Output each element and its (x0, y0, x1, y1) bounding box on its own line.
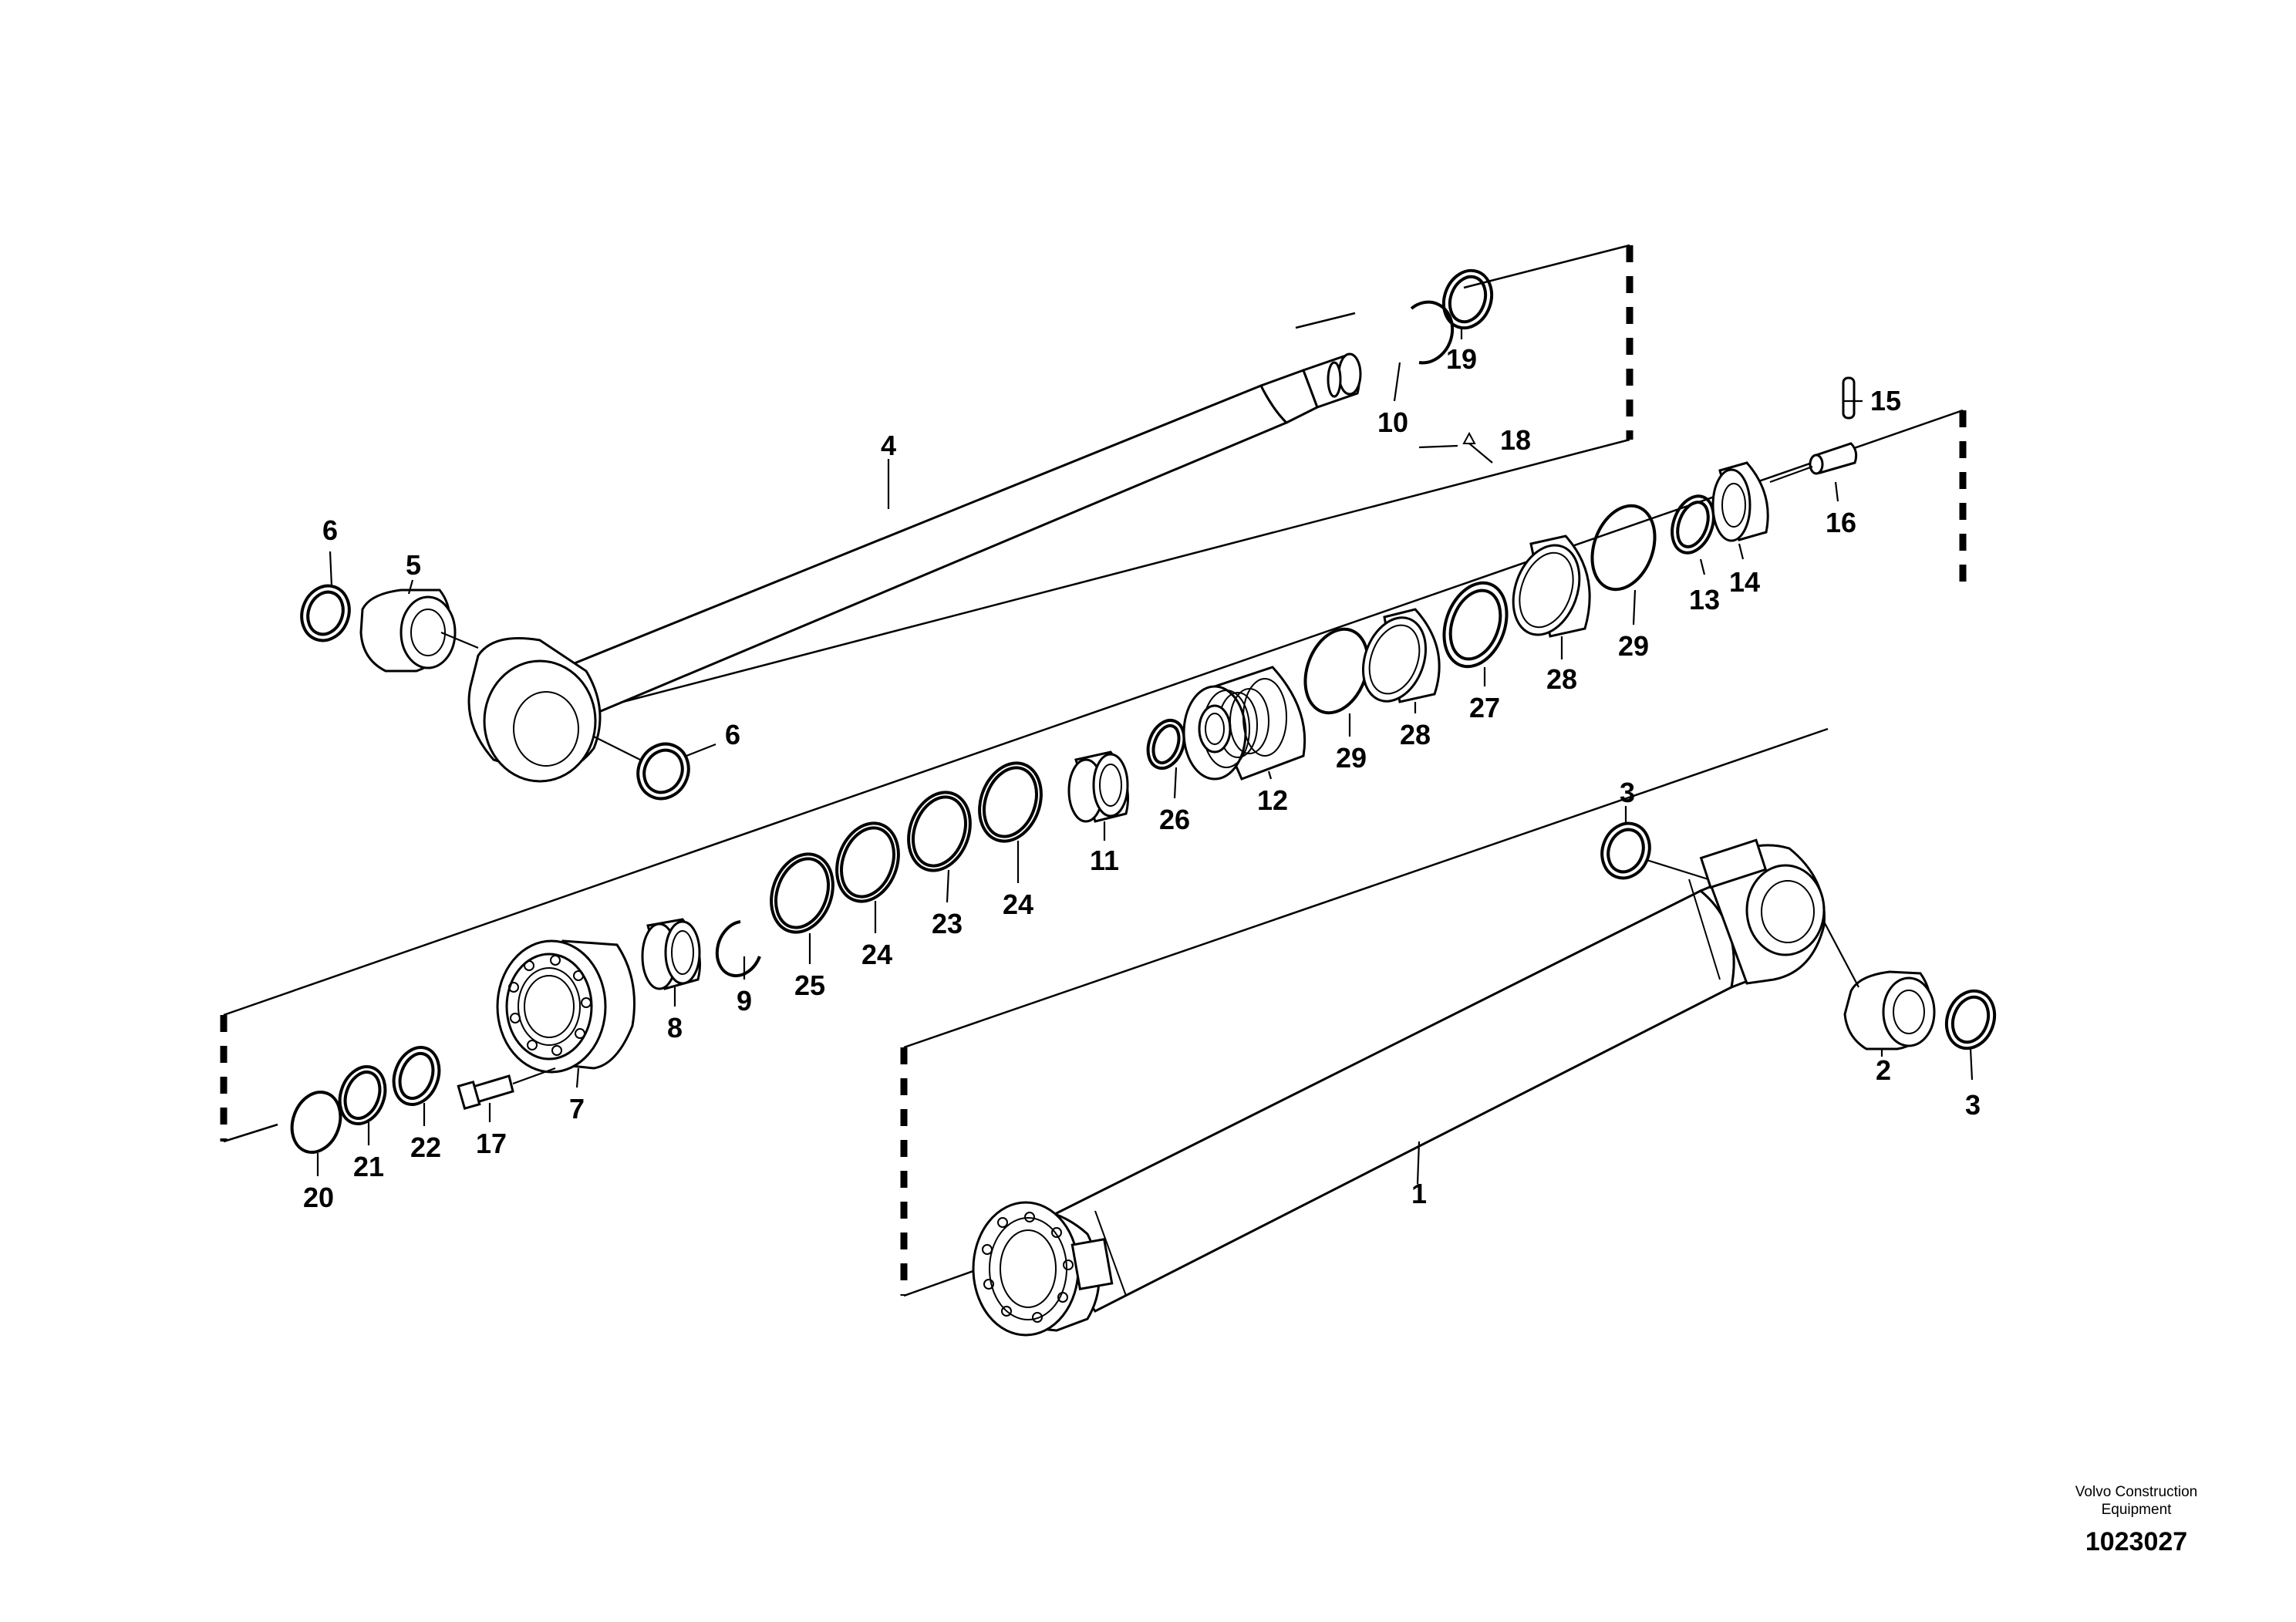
callout-labels: 1 2 3 3 4 5 6 6 7 8 9 10 11 12 13 14 15 … (303, 343, 1981, 1213)
ring-27 (1442, 581, 1509, 669)
callout-22: 22 (410, 1131, 441, 1163)
callout-3-top: 3 (1620, 777, 1635, 808)
piston-nut (1711, 461, 1769, 542)
ring-29-right (1590, 504, 1657, 592)
ring-22 (392, 1046, 441, 1106)
ring-9 (715, 920, 761, 978)
rod-end-ring-19 (1441, 268, 1494, 330)
callout-2: 2 (1876, 1054, 1891, 1086)
callout-13: 13 (1689, 584, 1720, 615)
bolt (457, 1067, 556, 1111)
callout-24-left: 24 (861, 939, 892, 970)
company-name-line1: Volvo Construction (2075, 1484, 2197, 1500)
drawing-number: 1023027 (2085, 1527, 2187, 1556)
piston-rod-frame (566, 244, 1633, 718)
callout-28-right: 28 (1546, 663, 1577, 695)
callout-5: 5 (406, 549, 421, 581)
tube-eye-bushing (1823, 921, 1936, 1050)
callout-19: 19 (1446, 343, 1477, 375)
rod-eye-seal-upper (300, 584, 351, 642)
callout-leaders (316, 328, 1974, 1185)
callout-16: 16 (1826, 507, 1856, 538)
callout-21: 21 (353, 1151, 384, 1182)
callout-26: 26 (1159, 804, 1190, 835)
rod-eye-seal-lower (593, 736, 690, 801)
callout-24-right: 24 (1003, 889, 1033, 920)
callout-6-top: 6 (322, 514, 338, 546)
callout-20: 20 (303, 1182, 334, 1213)
ring-24-left (835, 821, 900, 903)
set-screw (1462, 431, 1493, 464)
callout-23: 23 (932, 908, 963, 939)
callout-12: 12 (1257, 784, 1288, 816)
callout-10: 10 (1377, 406, 1408, 438)
ring-13 (1671, 494, 1715, 555)
ring-25 (770, 852, 834, 934)
ring-26 (1146, 719, 1186, 770)
piston-parts-frame (220, 409, 1967, 1143)
callout-15: 15 (1870, 385, 1901, 416)
ring-21 (338, 1065, 387, 1125)
rod-eye-bushing (359, 588, 479, 673)
bushing-11 (1067, 750, 1129, 823)
callout-8: 8 (667, 1012, 683, 1044)
callout-7: 7 (569, 1093, 585, 1125)
cylinder-head (496, 939, 636, 1074)
drawing-footer: Volvo Construction Equipment 1023027 (2075, 1484, 2197, 1556)
callout-1: 1 (1411, 1178, 1427, 1209)
company-name-line2: Equipment (2102, 1502, 2173, 1518)
pin-15 (1842, 376, 1856, 420)
callout-18: 18 (1500, 424, 1531, 456)
callout-25: 25 (794, 969, 825, 1001)
callout-6-right: 6 (725, 719, 740, 750)
callout-11: 11 (1090, 845, 1119, 876)
callout-14: 14 (1729, 566, 1760, 598)
tube-eye-seal-upper (1600, 821, 1709, 881)
callout-29-left: 29 (1336, 742, 1367, 774)
callout-4: 4 (881, 430, 896, 461)
ring-20 (290, 1091, 342, 1154)
piston-rod (467, 352, 1362, 783)
ring-28-right (1512, 534, 1591, 638)
callout-3-bottom: 3 (1965, 1089, 1981, 1121)
bushing-8 (641, 918, 701, 990)
ring-28-left (1361, 608, 1441, 703)
callout-9: 9 (737, 985, 752, 1017)
callout-28-left: 28 (1400, 719, 1431, 750)
cylinder-tube (972, 838, 1826, 1337)
piston (1182, 666, 1306, 781)
callout-29-right: 29 (1618, 630, 1649, 662)
callout-17: 17 (476, 1128, 507, 1159)
callout-27: 27 (1469, 692, 1500, 723)
ring-23 (907, 791, 972, 872)
tube-eye-seal-lower (1944, 989, 1997, 1050)
pin-16 (1769, 442, 1858, 484)
ring-24-right (978, 761, 1043, 843)
